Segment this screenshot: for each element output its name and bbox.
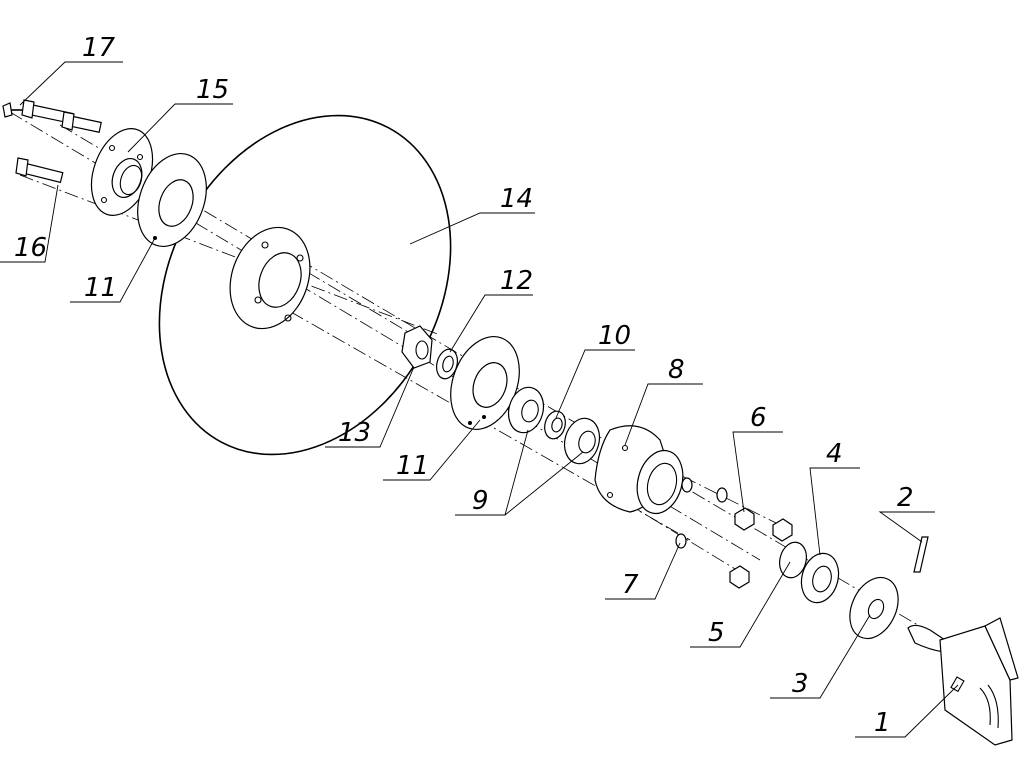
disc-blade <box>158 114 452 456</box>
axle-bracket <box>907 617 1019 746</box>
callout-1: 1 <box>874 708 891 738</box>
callout-3: 3 <box>792 669 809 699</box>
callout-15: 15 <box>196 75 229 105</box>
gasket-lower <box>450 335 520 431</box>
hub-flange <box>90 128 154 216</box>
callout-5: 5 <box>708 618 725 648</box>
leader-lines <box>0 61 959 738</box>
callout-2: 2 <box>897 483 914 513</box>
callout-12: 12 <box>500 266 533 296</box>
callout-7: 7 <box>622 570 639 600</box>
nuts-washers <box>675 477 793 589</box>
hub-housing <box>594 425 684 515</box>
callout-9: 9 <box>472 486 489 516</box>
callout-labels: 17 15 16 11 14 12 13 11 10 9 8 6 7 5 4 3… <box>14 33 914 738</box>
callout-8: 8 <box>668 355 685 385</box>
cotter-pin <box>913 536 929 573</box>
bolts <box>2 99 102 184</box>
bearings <box>507 386 601 465</box>
callout-10: 10 <box>598 321 631 351</box>
callout-6: 6 <box>750 403 767 433</box>
callout-14: 14 <box>500 184 533 214</box>
callout-11-lower: 11 <box>396 451 429 481</box>
castle-nut <box>401 325 433 369</box>
bushing-seal-washer <box>779 541 899 640</box>
callout-4: 4 <box>826 439 843 469</box>
callout-16: 16 <box>14 233 47 263</box>
callout-11-upper: 11 <box>84 273 117 303</box>
gasket-upper <box>137 152 207 248</box>
callout-13: 13 <box>338 418 371 448</box>
callout-17: 17 <box>82 33 116 63</box>
